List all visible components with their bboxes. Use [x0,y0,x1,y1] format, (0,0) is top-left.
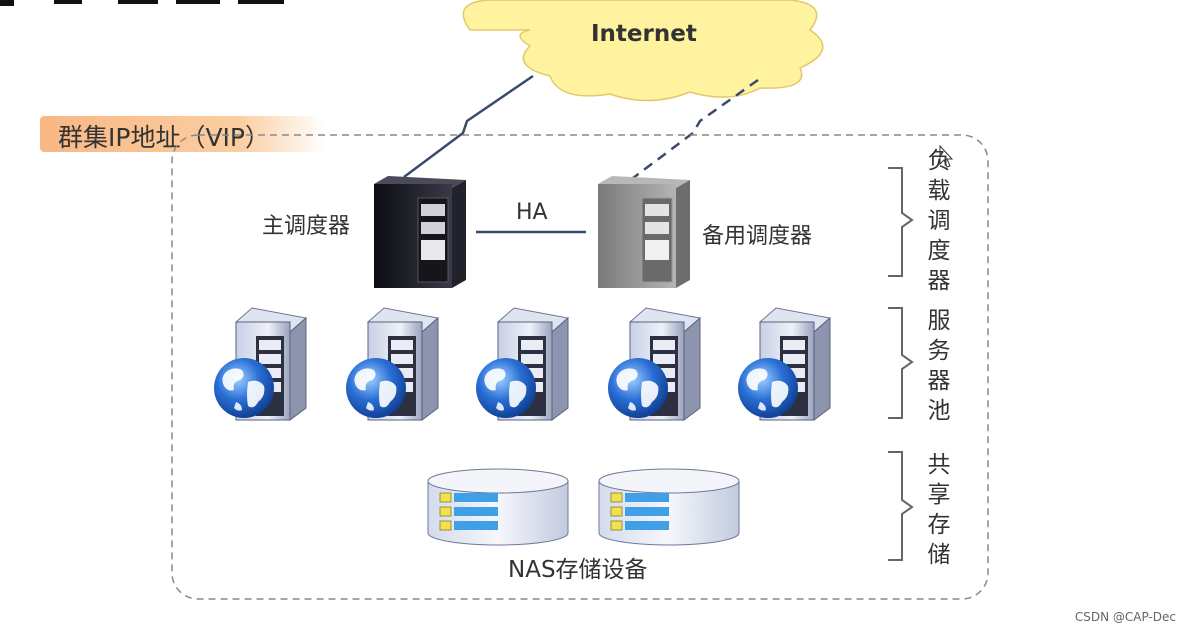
vip-banner [40,116,325,152]
server-pool-bracket [888,307,914,419]
primary-director-label: 主调度器 [262,214,351,239]
internet-label: Internet [591,21,697,47]
server-pool-tier-label: 服务器池 [927,308,951,424]
cluster-boundary [171,134,989,600]
web-server-icon [738,307,831,421]
web-server-icon [476,307,569,421]
shared-storage-bracket [888,451,914,561]
cropped-title-fragment [0,0,284,6]
primary-link-line [403,74,534,179]
internet-cloud [462,0,824,102]
web-server-icon [608,307,701,421]
ha-label: HA [516,200,548,225]
primary-director-server-icon [374,176,466,288]
vip-label: 群集IP地址（VIP） [58,123,271,152]
load-balancer-tier-label: 负载调度器 [927,148,951,294]
web-server-icon [214,307,307,421]
backup-director-label: 备用调度器 [702,224,813,249]
web-server-icon [346,307,439,421]
nas-storage-disk-icon [427,468,569,546]
shared-storage-tier-label: 共享存储 [927,452,951,568]
server-pool [214,307,831,421]
nas-storage-disk-icon [598,468,740,546]
nas-storage-label: NAS存储设备 [508,557,648,583]
backup-link-line [632,78,759,179]
mouse-cursor-icon [939,144,954,168]
watermark: CSDN @CAP-Dec [1074,610,1176,624]
load-balancer-bracket [888,167,914,277]
backup-director-server-icon [598,176,690,288]
